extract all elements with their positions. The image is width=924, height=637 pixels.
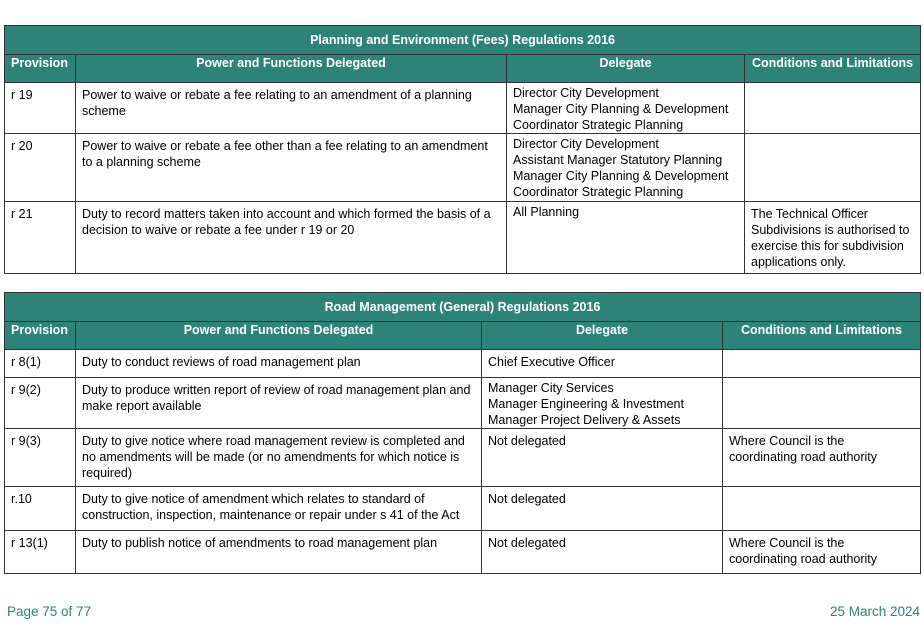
power-cell: Power to waive or rebate a fee relating … <box>75 82 507 134</box>
delegate-cell: Chief Executive Officer <box>481 349 723 378</box>
table-row: r.10 Duty to give notice of amendment wh… <box>4 486 922 531</box>
document-date: 25 March 2024 <box>829 604 920 619</box>
delegate-item: Director City Development <box>513 86 659 100</box>
delegate-item: Coordinator Strategic Planning <box>513 118 684 132</box>
header-power: Power and Functions Delegated <box>75 54 507 83</box>
delegate-item: Not delegated <box>488 492 566 506</box>
delegate-item: Chief Executive Officer <box>488 355 615 369</box>
table-row: r 20 Power to waive or rebate a fee othe… <box>4 133 922 202</box>
delegate-item: Assistant Manager Statutory Planning <box>513 153 723 167</box>
delegate-cell: All Planning <box>506 201 745 274</box>
header-conditions: Conditions and Limitations <box>721 321 922 350</box>
conditions-cell <box>743 82 922 134</box>
power-cell: Duty to conduct reviews of road manageme… <box>75 349 482 378</box>
delegate-cell: Not delegated <box>481 486 723 531</box>
table-row: r 19 Power to waive or rebate a fee rela… <box>4 82 922 134</box>
provision-cell: r 19 <box>4 82 76 134</box>
delegate-item: Not delegated <box>488 536 566 550</box>
table-title: Planning and Environment (Fees) Regulati… <box>3 25 922 55</box>
table-row: r 13(1) Duty to publish notice of amendm… <box>4 530 922 574</box>
fees-regulations-table: Planning and Environment (Fees) Regulati… <box>3 25 922 274</box>
table-row: r 9(2) Duty to produce written report of… <box>4 377 922 429</box>
conditions-cell <box>721 377 922 429</box>
header-delegate: Delegate <box>506 54 745 83</box>
delegate-cell: Director City Development Assistant Mana… <box>506 133 745 202</box>
road-management-regulations-table: Road Management (General) Regulations 20… <box>3 292 922 574</box>
table-title-row: Planning and Environment (Fees) Regulati… <box>3 25 922 55</box>
conditions-cell <box>721 486 922 531</box>
delegate-item: Manager City Planning & Development <box>513 102 729 116</box>
provision-cell: r 21 <box>4 201 76 274</box>
power-cell: Duty to publish notice of amendments to … <box>75 530 482 574</box>
delegate-cell: Not delegated <box>481 428 723 487</box>
power-cell: Duty to give notice where road managemen… <box>75 428 482 487</box>
power-cell: Duty to produce written report of review… <box>75 377 482 429</box>
delegate-item: Manager Project Delivery & Assets <box>488 413 681 427</box>
header-power: Power and Functions Delegated <box>75 321 482 350</box>
header-provision: Provision <box>4 321 76 350</box>
delegate-item: Not delegated <box>488 434 566 448</box>
provision-cell: r 9(2) <box>4 377 76 429</box>
power-cell: Power to waive or rebate a fee other tha… <box>75 133 507 202</box>
power-cell: Duty to record matters taken into accoun… <box>75 201 507 274</box>
provision-cell: r 20 <box>4 133 76 202</box>
conditions-cell: Where Council is the coordinating road a… <box>721 530 922 574</box>
header-provision: Provision <box>4 54 76 83</box>
delegate-item: All Planning <box>513 205 580 219</box>
delegate-item: Manager City Planning & Development <box>513 169 729 183</box>
delegate-cell: Not delegated <box>481 530 723 574</box>
provision-cell: r.10 <box>4 486 76 531</box>
conditions-cell <box>721 349 922 378</box>
delegate-cell: Director City Development Manager City P… <box>506 82 745 134</box>
provision-cell: r 8(1) <box>4 349 76 378</box>
table-header-row: Provision Power and Functions Delegated … <box>4 54 922 83</box>
header-delegate: Delegate <box>481 321 723 350</box>
delegate-item: Coordinator Strategic Planning <box>513 185 684 199</box>
header-conditions: Conditions and Limitations <box>743 54 922 83</box>
table-row: r 8(1) Duty to conduct reviews of road m… <box>4 349 922 378</box>
provision-cell: r 13(1) <box>4 530 76 574</box>
conditions-cell: The Technical Officer Subdivisions is au… <box>743 201 922 274</box>
delegate-cell: Manager City Services Manager Engineerin… <box>481 377 723 429</box>
page-number: Page 75 of 77 <box>7 604 92 619</box>
delegate-item: Manager Engineering & Investment <box>488 397 684 411</box>
table-header-row: Provision Power and Functions Delegated … <box>4 321 922 350</box>
power-cell: Duty to give notice of amendment which r… <box>75 486 482 531</box>
conditions-cell <box>743 133 922 202</box>
delegate-item: Director City Development <box>513 137 659 151</box>
delegate-item: Manager City Services <box>488 381 614 395</box>
table-row: r 9(3) Duty to give notice where road ma… <box>4 428 922 487</box>
provision-cell: r 9(3) <box>4 428 76 487</box>
conditions-cell: Where Council is the coordinating road a… <box>721 428 922 487</box>
table-title: Road Management (General) Regulations 20… <box>3 292 922 322</box>
table-title-row: Road Management (General) Regulations 20… <box>3 292 922 322</box>
table-row: r 21 Duty to record matters taken into a… <box>4 201 922 274</box>
